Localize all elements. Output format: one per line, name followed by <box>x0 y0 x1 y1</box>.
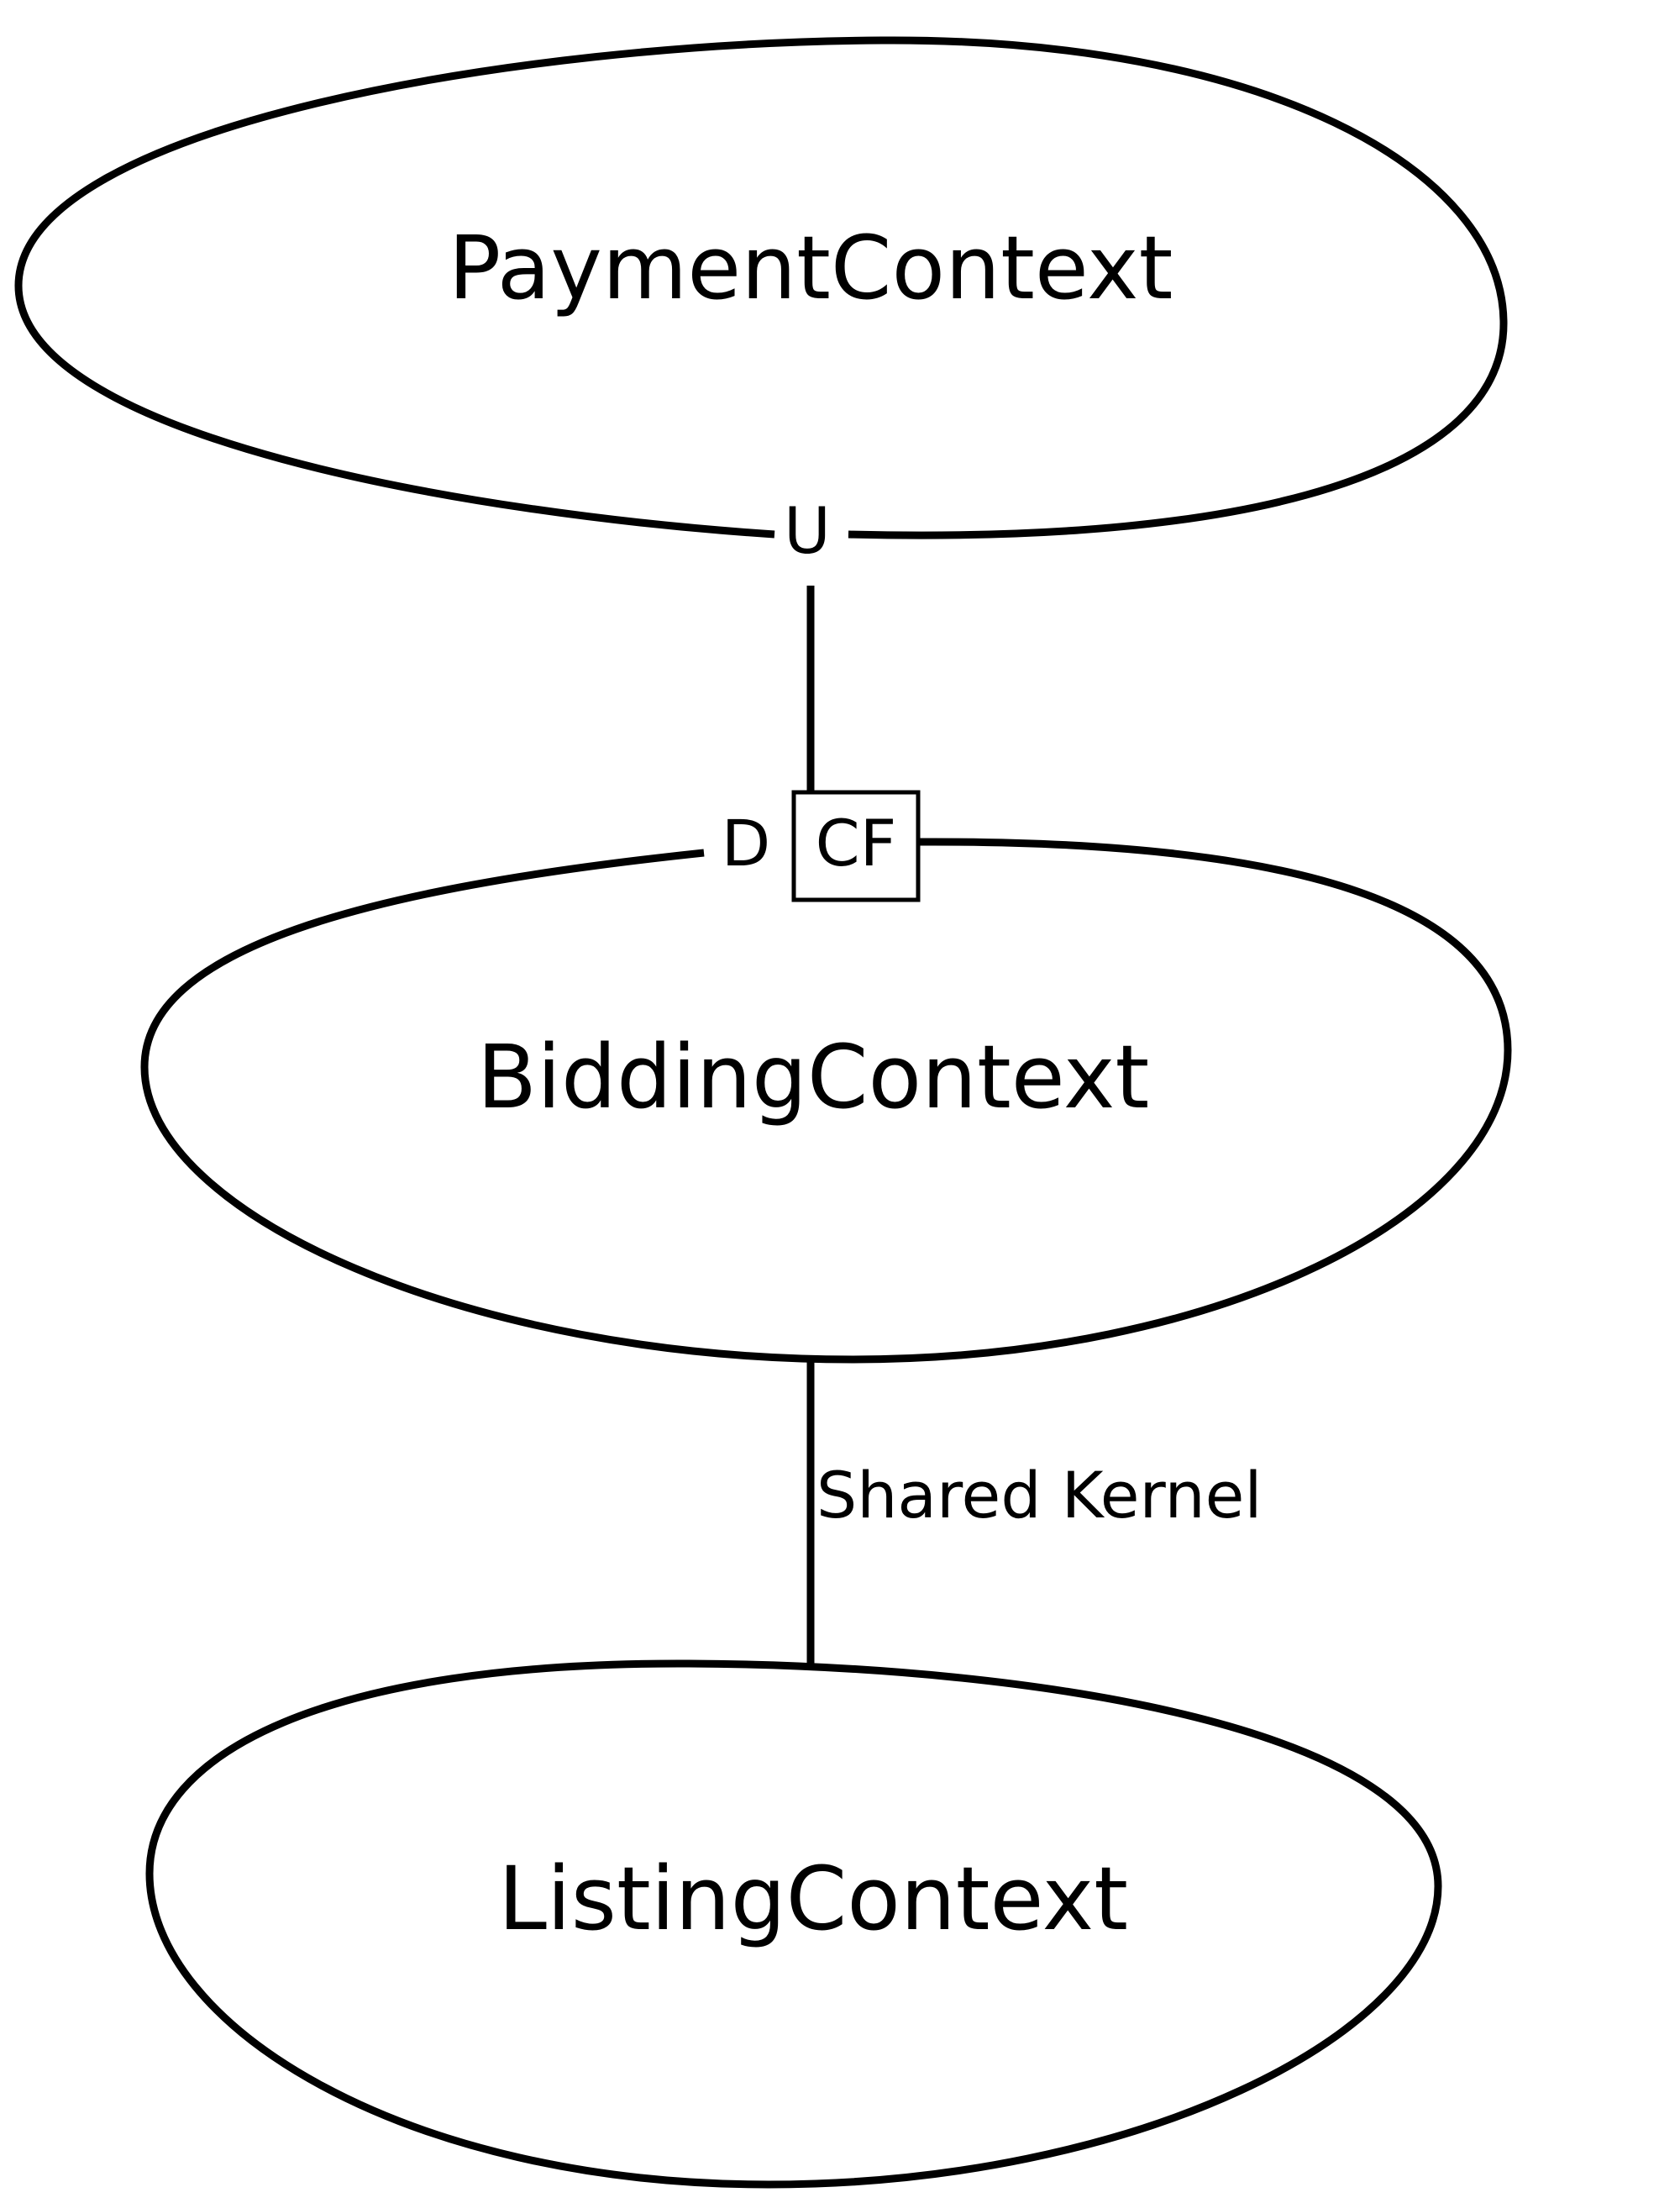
payment-context-label: PaymentContext <box>449 217 1173 319</box>
customer-supplier-edge: U D CF <box>722 493 921 902</box>
upstream-marker: U <box>784 493 831 568</box>
bidding-context-outline <box>140 838 1512 1364</box>
payment-context-outline <box>14 36 1508 539</box>
conformist-marker-box <box>791 790 921 902</box>
listing-context-outline <box>145 1659 1442 2189</box>
payment-context-node: PaymentContext <box>14 36 1508 539</box>
shared-kernel-edge: Shared Kernel <box>806 1361 1262 1668</box>
listing-context-label: ListingContext <box>498 1848 1128 1950</box>
downstream-marker: D <box>722 806 771 881</box>
bidding-context-node: BiddingContext <box>140 838 1512 1364</box>
shared-kernel-label: Shared Kernel <box>816 1458 1262 1533</box>
bidding-context-label: BiddingContext <box>477 1026 1150 1128</box>
conformist-marker: CF <box>816 806 897 881</box>
listing-context-node: ListingContext <box>145 1659 1442 2189</box>
